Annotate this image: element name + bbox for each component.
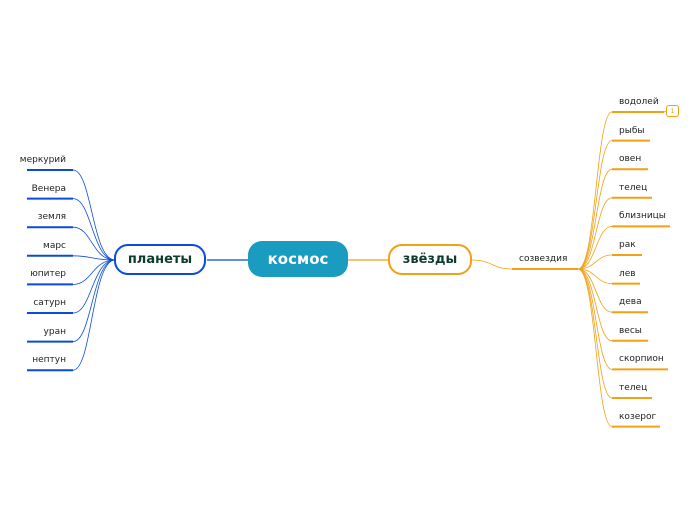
edge-constellation [577, 197, 613, 270]
constellation-item[interactable]: телец [619, 182, 648, 193]
edge-constellation [577, 268, 613, 342]
edge-planet [72, 169, 116, 261]
edge-constellation [577, 254, 613, 270]
planet-item[interactable]: юпитер [30, 269, 66, 280]
planet-item[interactable]: Венера [31, 183, 66, 194]
topic-planets[interactable]: планеты [114, 244, 206, 275]
constellation-item[interactable]: рак [619, 240, 636, 250]
planet-item[interactable]: меркурий [19, 155, 66, 165]
edge-planet [72, 198, 116, 261]
edge-constellation [577, 226, 613, 270]
constellation-item[interactable]: водолей [619, 97, 659, 107]
edge-planet [72, 259, 116, 285]
constellation-item[interactable]: скорпион [619, 354, 664, 365]
topic-stars[interactable]: звёзды [388, 244, 472, 275]
topic-stars-label: звёзды [402, 252, 458, 267]
constellation-item[interactable]: близницы [619, 211, 666, 222]
edge-stars-constellations [471, 259, 513, 270]
badge-stub [663, 110, 667, 113]
edge-planet [72, 259, 116, 342]
edge-constellation [577, 111, 613, 270]
edge-planet [72, 259, 116, 371]
constellation-item[interactable]: лев [619, 268, 636, 279]
collapsed-count-badge[interactable]: 1 [666, 105, 679, 117]
constellation-item[interactable]: весы [619, 325, 642, 336]
edge-constellation [577, 268, 613, 427]
subtopic-constellations[interactable]: созвездия [519, 254, 568, 264]
root-topic-label: космос [267, 250, 329, 268]
edge-planet [72, 259, 116, 314]
planet-item[interactable]: сатурн [33, 298, 66, 308]
planet-item[interactable]: уран [43, 326, 66, 337]
edge-planet [72, 255, 116, 261]
constellation-item[interactable]: овен [619, 154, 642, 165]
constellation-item[interactable]: дева [619, 297, 642, 308]
planet-item[interactable]: земля [37, 212, 66, 223]
constellation-item[interactable]: рыбы [619, 125, 645, 136]
root-topic[interactable]: космос [248, 241, 348, 277]
topic-planets-label: планеты [127, 252, 193, 267]
edge-constellation [577, 268, 613, 370]
edge-constellation [577, 140, 613, 270]
planet-item[interactable]: нептун [32, 355, 66, 366]
planet-item[interactable]: марс [43, 240, 66, 251]
constellation-item[interactable]: телец [619, 383, 648, 393]
edge-planet [72, 226, 116, 261]
edge-constellation [577, 168, 613, 270]
constellation-item[interactable]: козерог [619, 411, 657, 422]
